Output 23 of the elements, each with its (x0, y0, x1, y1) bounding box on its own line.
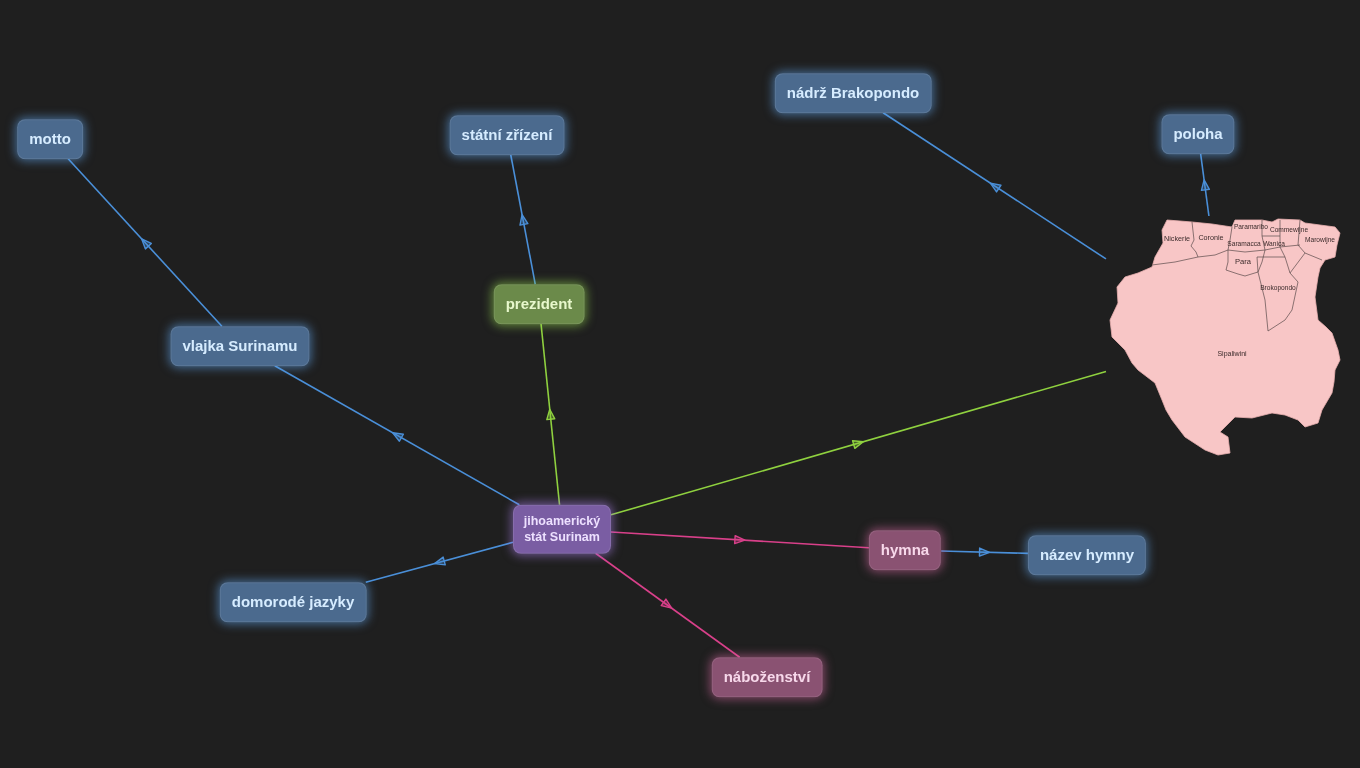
topic-box: poloha (1161, 114, 1235, 154)
arrow (882, 111, 1107, 260)
arrow (610, 370, 1107, 516)
arrow (273, 364, 521, 506)
arrow (540, 322, 561, 506)
arrow (509, 153, 537, 286)
topic-box: název hymny (1027, 535, 1147, 575)
topic-box: státní zřízení (449, 115, 565, 155)
arrow (364, 541, 514, 584)
arrow (594, 552, 741, 659)
topic-box: vlajka Surinamu (170, 326, 310, 366)
topic-box: hymna (868, 530, 942, 570)
arrow (1199, 152, 1211, 217)
topic-box: prezident (493, 284, 585, 324)
arrow (610, 531, 870, 549)
topic-box: jihoamerický stát Surinam (513, 504, 611, 554)
map-picture (1106, 216, 1344, 458)
topic-box: nádrž Brakopondo (774, 73, 932, 113)
topic-box: motto (17, 119, 83, 159)
arrow (940, 547, 1029, 557)
topic-box: náboženství (711, 657, 823, 697)
arrow (67, 157, 223, 328)
topic-box: domorodé jazyky (219, 582, 367, 622)
